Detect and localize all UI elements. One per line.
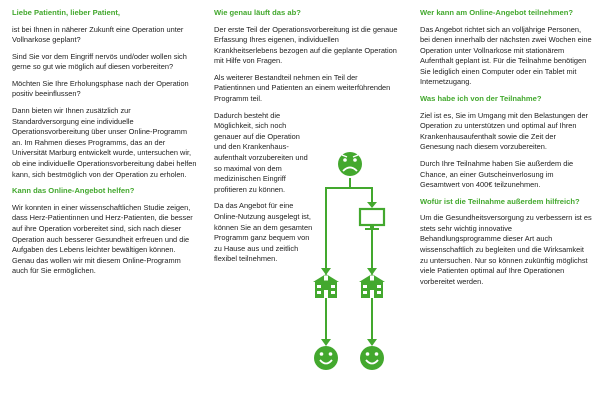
paragraph: Wir konnten in einer wissenschaftlichen … xyxy=(12,202,193,276)
column-right: Wer kann am Online-Angebot teilnehmen? D… xyxy=(420,8,592,293)
connector-lines xyxy=(325,178,373,344)
process-diagram-svg xyxy=(313,152,386,370)
process-diagram xyxy=(312,148,412,378)
paragraph: Dadurch besteht die Möglichkeit, sich no… xyxy=(214,110,308,194)
section-heading: Wofür ist die Teilnahme außerdem hilfrei… xyxy=(420,196,580,206)
paragraph: Als weiterer Bestandteil nehmen ein Teil… xyxy=(214,72,391,104)
paragraph: Der erste Teil der Operationsvorbereitun… xyxy=(214,24,398,66)
paragraph: Ziel ist es, Sie im Umgang mit den Belas… xyxy=(420,110,589,152)
paragraph: Sind Sie vor dem Eingriff nervös und/ode… xyxy=(12,51,187,72)
paragraph: Möchten Sie Ihre Erholungsphase nach der… xyxy=(12,78,189,99)
section-heading: Kann das Online-Angebot helfen? xyxy=(12,186,135,196)
column-left: Liebe Patientin, lieber Patient, ist bei… xyxy=(12,8,198,283)
paragraph: Da das Angebot für eine Online-Nutzung a… xyxy=(214,201,313,264)
paragraph: Durch Ihre Teilnahme haben Sie außerdem … xyxy=(420,158,574,190)
section-heading: Was habe ich von der Teilnahme? xyxy=(420,94,542,104)
section-heading: Wie genau läuft das ab? xyxy=(214,8,301,17)
paragraph: Um die Gesundheitsversorgung zu verbesse… xyxy=(420,213,592,286)
happy-face-icon xyxy=(360,346,384,370)
paragraph: Das Angebot richtet sich an volljährige … xyxy=(420,24,592,87)
happy-face-icon xyxy=(314,346,338,370)
column-middle: Wie genau läuft das ab? Der erste Teil d… xyxy=(214,8,400,271)
computer-monitor-icon xyxy=(358,207,386,230)
paragraph: Dann bieten wir Ihnen zusätzlich zur Sta… xyxy=(12,106,197,179)
sad-face-icon xyxy=(338,152,362,176)
greeting-heading: Liebe Patientin, lieber Patient, xyxy=(12,8,121,17)
arrow-heads xyxy=(321,202,377,346)
section-heading: Wer kann am Online-Angebot teilnehmen? xyxy=(420,8,574,17)
paragraph: ist bei Ihnen in näherer Zukunft eine Op… xyxy=(12,24,184,45)
hospital-icon xyxy=(313,274,339,298)
hospital-icon xyxy=(359,274,385,298)
